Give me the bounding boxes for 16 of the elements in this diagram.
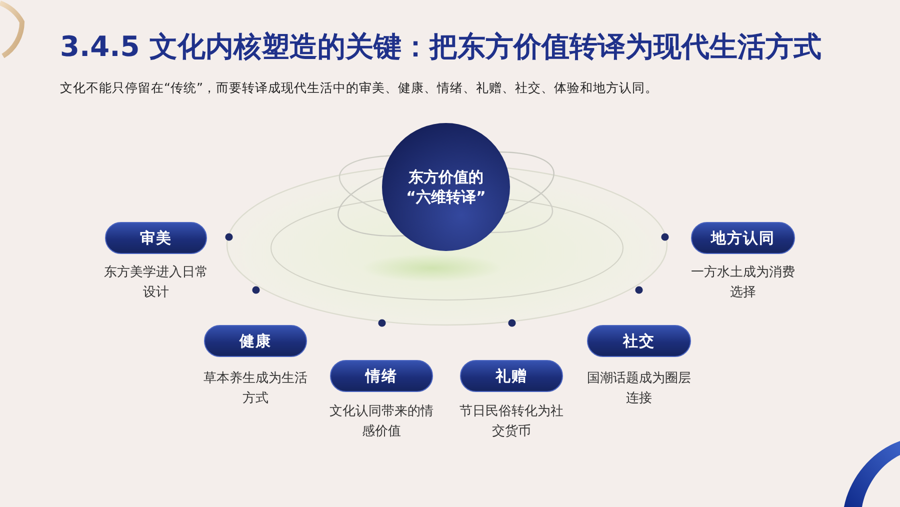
pill-caption: 文化认同带来的情感价值: [328, 403, 434, 441]
subtitle: 文化不能只停留在“传统”，而要转译成现代生活中的审美、健康、情绪、礼赠、社交、体验和地方认同。: [60, 79, 658, 97]
title: 3.4.5 文化内核塑造的关键：把东方价值转译为现代生活方式: [60, 29, 822, 65]
center-circle: [382, 123, 510, 251]
category-pill: 社交: [587, 325, 691, 357]
circle-label: 东方价值的“六维转译”: [405, 167, 487, 207]
pill-caption: 东方美学进入日常设计: [103, 264, 209, 302]
category-pill: 礼赠: [460, 360, 563, 392]
category-pill: 健康: [204, 325, 307, 357]
pill-caption: 草本养生成为生活方式: [202, 370, 308, 408]
pill-caption: 国潮话题成为圈层连接: [586, 370, 692, 408]
category-pill: 审美: [105, 222, 207, 254]
category-pill: 地方认同: [691, 222, 795, 254]
category-pill: 情绪: [330, 360, 433, 392]
pill-caption: 节日民俗转化为社交货币: [458, 403, 564, 441]
pill-caption: 一方水土成为消费选择: [690, 264, 796, 302]
